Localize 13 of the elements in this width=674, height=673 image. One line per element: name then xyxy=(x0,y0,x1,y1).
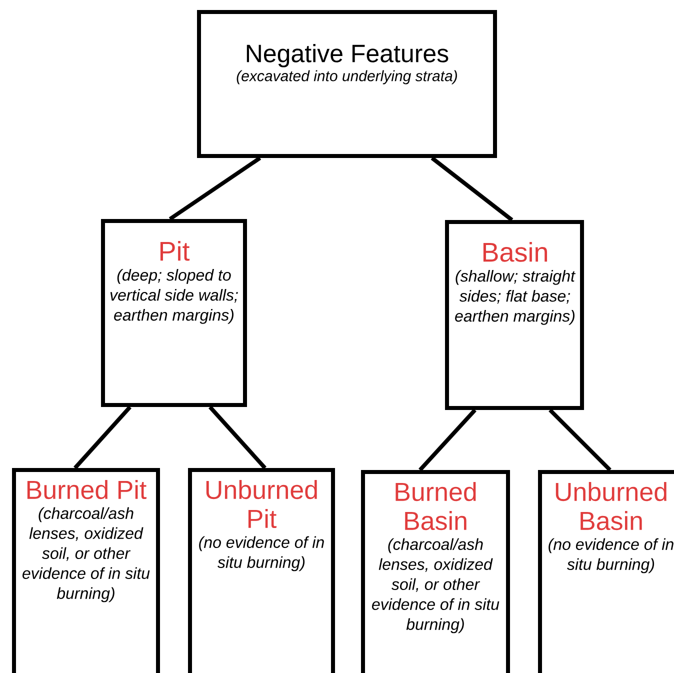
connector-line xyxy=(74,406,132,470)
connector-line xyxy=(168,156,262,221)
category-box: Negative Features (excavated into underlying strata) xyxy=(197,10,497,158)
connector-line xyxy=(418,408,476,472)
connector-line xyxy=(208,406,266,470)
subtype-box: Burned Pit (charcoal/ash lenses, oxidized soil, or other evidence of in situ burning) xyxy=(12,468,160,673)
type-box: Basin (shallow; straight sides; flat base; earthen margins) xyxy=(445,220,584,410)
connector-line xyxy=(548,408,612,472)
subtype-box: Unburned Pit (no evidence of in situ burning) xyxy=(188,468,335,673)
type-box: Pit (deep; sloped to vertical side walls; earthen margins) xyxy=(101,219,247,407)
connector-line xyxy=(430,156,514,222)
subtype-box: Burned Basin (charcoal/ash lenses, oxidized soil, or other evidence of in situ burning) xyxy=(361,470,510,673)
subtype-box: Unburned Basin (no evidence of in situ burning) xyxy=(538,470,674,673)
